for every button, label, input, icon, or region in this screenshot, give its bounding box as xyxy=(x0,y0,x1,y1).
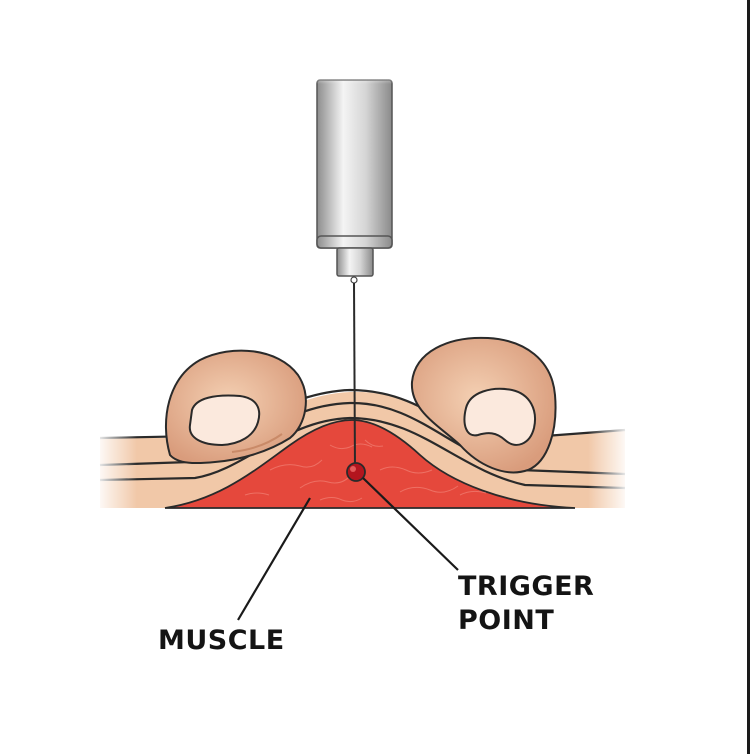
trigger-point-leader-line xyxy=(362,477,459,571)
right-finger xyxy=(410,336,557,474)
trigger-point-label-line1: TRIGGER xyxy=(458,571,595,602)
muscle-tissue xyxy=(164,419,576,509)
muscle-leader-line xyxy=(237,497,311,621)
muscle-label: MUSCLE xyxy=(158,625,285,656)
needle-icon xyxy=(353,282,356,471)
trigger-point-label-line2: POINT xyxy=(458,605,555,636)
left-finger xyxy=(164,349,307,465)
frame-edge-divider xyxy=(747,0,750,754)
syringe-icon xyxy=(312,70,398,284)
trigger-point-marker xyxy=(346,462,366,482)
trigger-point-label: TRIGGER POINT xyxy=(458,570,594,638)
